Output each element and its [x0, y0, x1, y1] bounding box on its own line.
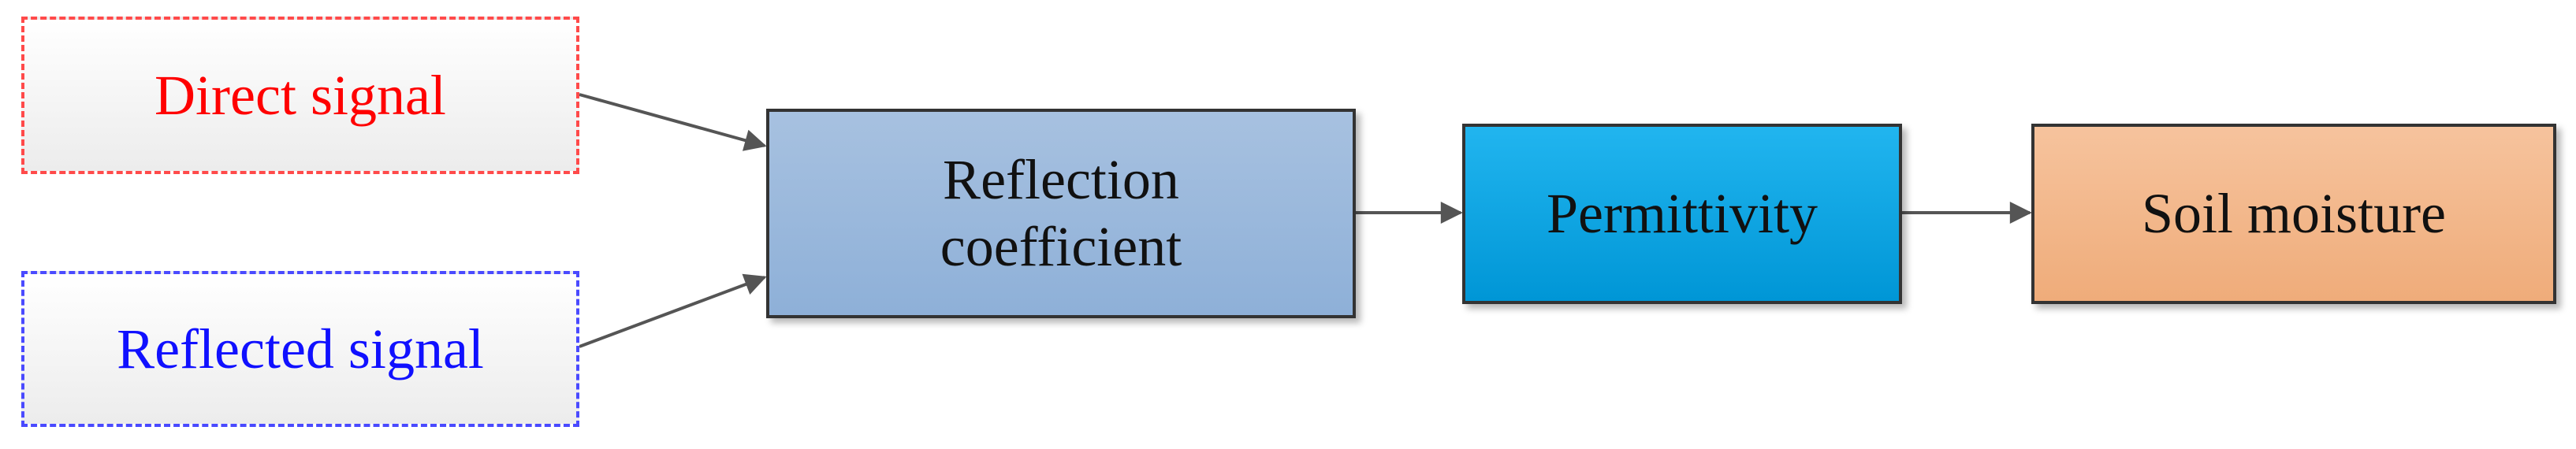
arrow-reflected-to-reflection [579, 273, 767, 348]
permittivity-box: Permittivity [1462, 124, 1902, 304]
reflection-coefficient-box: Reflection coefficient [766, 109, 1356, 318]
reflection-coefficient-line-2: coefficient [940, 215, 1182, 278]
permittivity-label: Permittivity [1546, 182, 1818, 246]
soil-moisture-box: Soil moisture [2031, 124, 2556, 304]
reflection-coefficient-label: Reflection coefficient [940, 147, 1182, 280]
reflected-signal-box: Reflected signal [21, 271, 579, 427]
reflection-coefficient-line-1: Reflection [943, 148, 1179, 212]
direct-signal-box: Direct signal [21, 17, 579, 174]
arrow-direct-to-reflection [579, 93, 767, 151]
soil-moisture-label: Soil moisture [2141, 182, 2446, 246]
direct-signal-label: Direct signal [154, 63, 446, 127]
reflected-signal-label: Reflected signal [117, 317, 484, 380]
